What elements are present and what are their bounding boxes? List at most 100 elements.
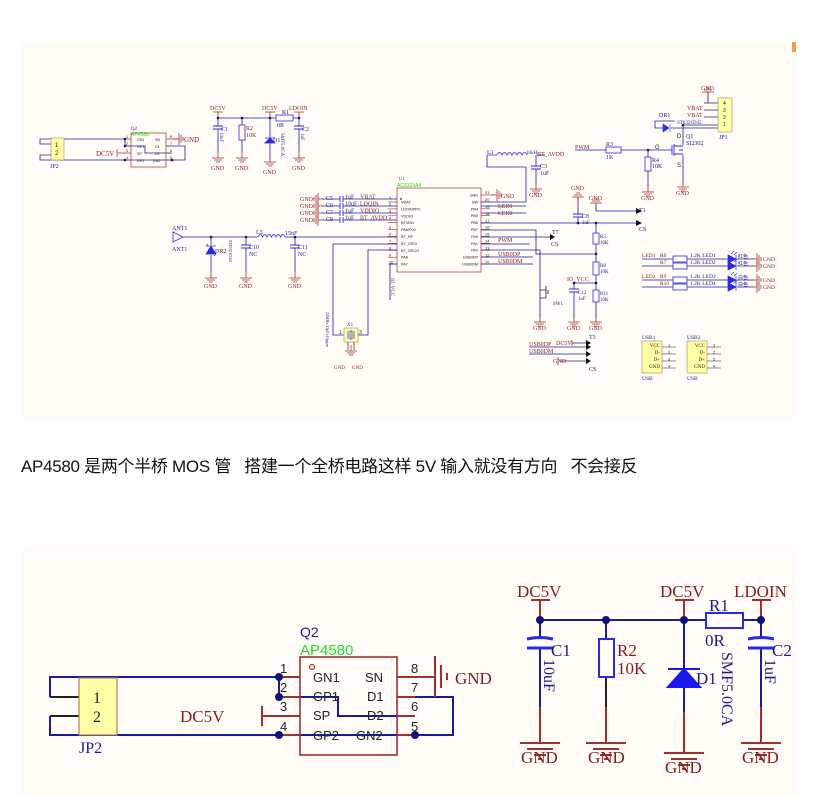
caption-text: AP4580 是两个半桥 MOS 管 搭建一个全桥电路这样 5V 输入就没有方向… bbox=[21, 457, 638, 476]
sw1-ref: SW1 bbox=[553, 302, 564, 307]
net-gnd: GND bbox=[239, 284, 253, 290]
jp2-pin-2: 2 bbox=[93, 709, 101, 726]
jp2-q2-block: 1 2 JP2 GND DC5V Q2 AP4580 GN1 GP1 SP GP… bbox=[39, 127, 199, 170]
jp2-pin-1: 1 bbox=[55, 143, 59, 149]
c12-value: 1uF bbox=[578, 297, 586, 302]
schematic-background bbox=[22, 42, 795, 418]
q2-pin-num: 7 bbox=[170, 142, 172, 146]
net-gnd: GND bbox=[455, 669, 492, 688]
net-gnd: GND bbox=[352, 366, 363, 371]
u1-pin-name: PA7 bbox=[401, 263, 408, 267]
net-gnd: GND bbox=[567, 326, 581, 332]
net-gnd: GND bbox=[521, 748, 558, 767]
u1-pin-num: 1 bbox=[389, 195, 392, 200]
led-label: 1.2K LED4 bbox=[690, 281, 716, 287]
jp2-connector bbox=[50, 137, 65, 161]
r11-ref: R11 bbox=[600, 292, 609, 297]
q2-pin-num: 8 bbox=[170, 135, 172, 139]
capacitor-icon bbox=[339, 196, 344, 202]
net-gnd: GND bbox=[533, 326, 547, 332]
led-icon bbox=[727, 278, 738, 292]
net-gnd: GND bbox=[235, 166, 249, 172]
q2-pin-num: 3 bbox=[280, 699, 287, 714]
crystal-block: GND GND X1 1 3 24MHz 12pF±10ppm IO_VCC bbox=[325, 243, 397, 371]
net-gnd: GND bbox=[529, 193, 543, 199]
net-gnd: GND bbox=[184, 136, 199, 144]
jp1-pin: 3 bbox=[723, 108, 726, 114]
net-gnd: GND bbox=[676, 191, 690, 197]
dr2-ref: DR2 bbox=[215, 249, 226, 255]
c1-value: 10uF bbox=[218, 132, 223, 143]
q2-pin-num: 2 bbox=[126, 142, 128, 146]
net-usb0dm: USB0DM bbox=[498, 259, 523, 265]
net-gnd: GND bbox=[334, 366, 345, 371]
d1-diode-icon bbox=[264, 137, 276, 144]
u1-pin-num: 17 bbox=[485, 218, 490, 223]
u1-pin-name: BT_RF bbox=[401, 235, 414, 239]
r11-value: 10K bbox=[600, 298, 609, 303]
usb1-pin-name: D+ bbox=[654, 358, 661, 363]
cap-net: LDOIN bbox=[360, 202, 379, 208]
q2-pin-num: 1 bbox=[126, 135, 128, 139]
schematic-background bbox=[22, 548, 795, 797]
u1-ref: U1 bbox=[399, 176, 405, 181]
r1-resistor bbox=[275, 114, 294, 122]
usb1-ref: USB1 bbox=[642, 335, 656, 341]
u1-pin-name: PA1 bbox=[471, 242, 478, 246]
led-label: 1.2K LED1 bbox=[690, 253, 716, 259]
cap-value: 10uF bbox=[345, 202, 358, 208]
usb1-type: USB bbox=[642, 376, 653, 382]
q2-pin-name: SP bbox=[137, 152, 142, 156]
c2-value: 1uF bbox=[761, 659, 778, 684]
u1-pin-name: PA8/P00 bbox=[401, 228, 416, 232]
d1-diode-icon bbox=[665, 667, 703, 688]
led-resistor-ref: R10 bbox=[660, 281, 669, 287]
led-color: 红色 bbox=[738, 253, 748, 260]
r3-value: 1K bbox=[606, 155, 614, 161]
r2-ref: R2 bbox=[246, 126, 253, 132]
u1-pin-num: 11 bbox=[485, 259, 490, 264]
usb1-pin-num: 4 bbox=[668, 364, 671, 369]
jp2-pin-2: 2 bbox=[55, 151, 59, 157]
d1-value: SMF5.0CA bbox=[718, 652, 735, 727]
usb2-pin-name: D+ bbox=[699, 358, 706, 363]
cap-ref: C5 bbox=[326, 196, 333, 202]
capacitor-icon bbox=[339, 210, 344, 216]
u1-pin-num: 6 bbox=[389, 232, 392, 237]
l1-block: GND L1 10uH BT_AVDD C3 1uF bbox=[481, 150, 565, 203]
q2-pin-num: 6 bbox=[170, 149, 172, 153]
usb2-pin-name: D- bbox=[700, 351, 706, 356]
rf-block: GND GND GND ANT1 ANT1 DR2 ST0321D45 C10 … bbox=[172, 226, 397, 290]
x1-value: 24MHz 12pF±10ppm bbox=[325, 312, 330, 348]
net-gnd: GND bbox=[263, 170, 277, 176]
led-color: 红色 bbox=[738, 260, 748, 267]
net-bt-avdd: BT_AVDD bbox=[537, 152, 565, 158]
x1-pin: 3 bbox=[359, 330, 362, 336]
led-resistor bbox=[672, 255, 688, 263]
dr1-ref: DR1 bbox=[659, 113, 670, 119]
q2-pin-name: GP2 bbox=[313, 728, 339, 743]
r1-ref: R1 bbox=[709, 596, 729, 615]
corner-marker bbox=[792, 42, 796, 52]
q2-body bbox=[299, 656, 398, 756]
u1-pin-num: 14 bbox=[485, 239, 490, 244]
u1-pin-num: 4 bbox=[389, 216, 392, 221]
net-gnd: GND bbox=[641, 196, 655, 202]
jp1-pin: 4 bbox=[723, 101, 726, 107]
q2-pin-num: 4 bbox=[126, 156, 128, 160]
net-usb0dm: USB0DM bbox=[529, 349, 554, 355]
led-resistor-ref: R6 bbox=[660, 253, 667, 259]
u1-pin-name: PB7 bbox=[471, 228, 478, 232]
q2-pin-num: 3 bbox=[126, 149, 128, 153]
q2-pin-num: 7 bbox=[411, 680, 418, 695]
net-gnd: GND bbox=[300, 197, 314, 203]
q2-pin-name: D2 bbox=[155, 152, 160, 156]
net-gnd: GND bbox=[701, 86, 715, 92]
power-input-block: DC5V DC5V LDOIN GND GND GND GND C1 10uF … bbox=[210, 106, 309, 176]
usb2-ref: USB2 bbox=[687, 335, 701, 341]
net-dc5v: DC5V bbox=[517, 582, 562, 601]
dr1-value: ST0321D45 bbox=[677, 121, 702, 126]
